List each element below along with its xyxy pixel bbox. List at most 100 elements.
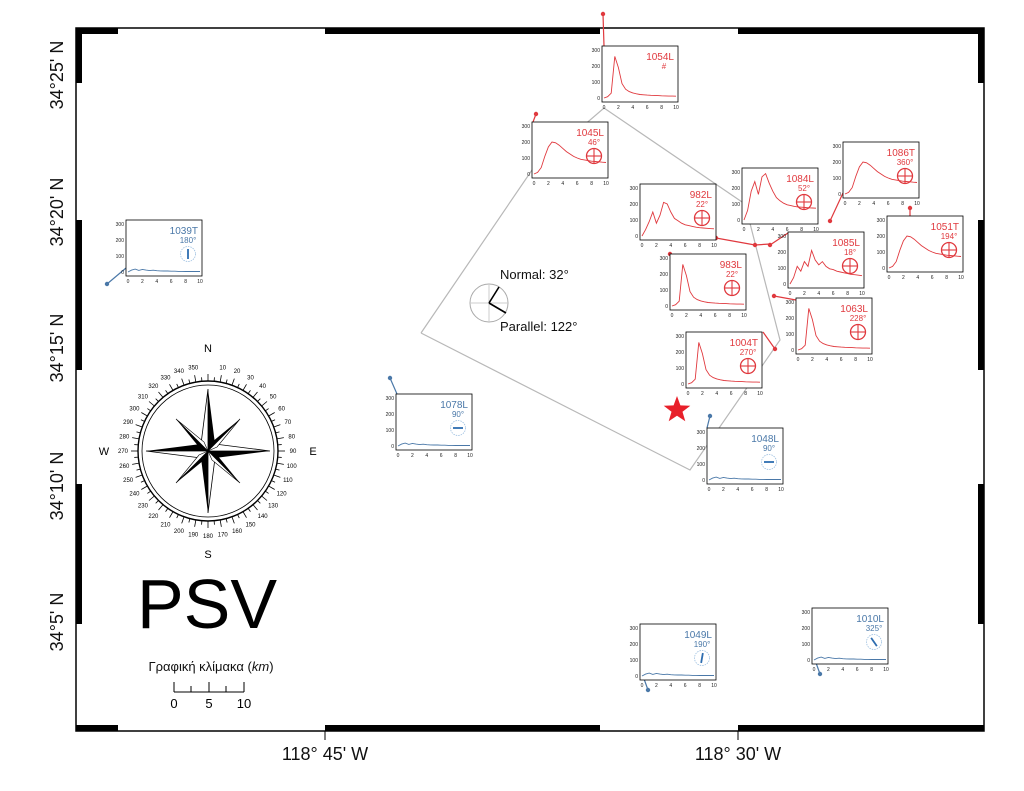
inset-x-tick: 0 xyxy=(708,487,711,493)
inset-y-tick: 300 xyxy=(676,334,685,340)
inset-x-tick: 2 xyxy=(655,243,658,249)
station-spectrum-curve xyxy=(127,268,200,273)
inset-y-tick: 300 xyxy=(386,396,395,402)
compass-north-label: N xyxy=(204,343,212,355)
inset-x-tick: 4 xyxy=(841,667,844,673)
compass-degree-label: 70 xyxy=(285,420,292,426)
inset-x-tick: 0 xyxy=(533,181,536,187)
station-marker-icon xyxy=(827,218,833,224)
compass-degree-label: 220 xyxy=(148,514,159,520)
inset-y-tick: 300 xyxy=(116,222,125,228)
inset-x-tick: 2 xyxy=(722,487,725,493)
inset-x-tick: 10 xyxy=(778,487,784,493)
normal-angle-label: Normal: 32° xyxy=(500,267,569,282)
inset-x-tick: 0 xyxy=(603,105,606,111)
scale-bar-title: Γραφική κλίμακα (km) xyxy=(148,659,273,674)
inset-y-tick: 0 xyxy=(702,478,705,484)
compass-degree-label: 230 xyxy=(138,504,149,510)
inset-y-tick: 300 xyxy=(660,256,669,262)
inset-x-tick: 6 xyxy=(832,291,835,297)
inset-y-tick: 300 xyxy=(522,124,531,130)
inset-y-tick: 200 xyxy=(676,350,685,356)
inset-y-tick: 100 xyxy=(522,156,531,162)
station-spectrum-curve xyxy=(397,442,470,447)
inset-y-tick: 200 xyxy=(732,186,741,192)
inset-x-tick: 4 xyxy=(425,453,428,459)
station-marker-icon xyxy=(387,375,393,381)
inset-y-tick: 300 xyxy=(732,170,741,176)
scale-tick-5: 5 xyxy=(205,696,212,711)
station-angle-label: 22° xyxy=(726,270,738,279)
inset-y-tick: 300 xyxy=(802,610,811,616)
inset-x-tick: 10 xyxy=(813,227,819,233)
station-marker-icon xyxy=(645,687,651,693)
station-id-label: 1039T xyxy=(170,226,198,237)
inset-y-tick: 200 xyxy=(522,140,531,146)
station-marker-icon xyxy=(817,671,823,677)
inset-y-tick: 0 xyxy=(635,674,638,680)
inset-x-tick: 4 xyxy=(736,487,739,493)
orientation-dial-icon xyxy=(694,650,710,666)
inset-y-tick: 100 xyxy=(697,462,706,468)
station-id-label: 1048L xyxy=(751,434,779,445)
orientation-dial-icon xyxy=(866,634,882,650)
inset-x-tick: 10 xyxy=(883,667,889,673)
station-marker-icon xyxy=(907,205,913,211)
inset-x-tick: 6 xyxy=(684,683,687,689)
inset-y-tick: 100 xyxy=(630,658,639,664)
station-angle-label: # xyxy=(662,62,667,71)
compass-degree-label: 180 xyxy=(203,534,214,540)
lon-label-2: 118° 30' W xyxy=(695,744,781,764)
compass-degree-label: 310 xyxy=(138,394,149,400)
inset-y-tick: 0 xyxy=(783,282,786,288)
station-leader-line xyxy=(389,377,398,395)
inset-y-tick: 0 xyxy=(791,348,794,354)
station-leader-line xyxy=(773,295,797,301)
station-angle-label: 90° xyxy=(452,410,464,419)
station-angle-label: 360° xyxy=(897,158,914,167)
lat-label-2: 34°20' N xyxy=(47,178,67,247)
inset-y-tick: 0 xyxy=(597,96,600,102)
inset-y-tick: 200 xyxy=(778,250,787,256)
inset-x-tick: 4 xyxy=(669,243,672,249)
compass-degree-label: 290 xyxy=(123,420,134,426)
inset-y-tick: 100 xyxy=(592,80,601,86)
lat-label-1: 34°25' N xyxy=(47,41,67,110)
inset-x-tick: 4 xyxy=(872,201,875,207)
inset-y-tick: 100 xyxy=(833,176,842,182)
station-angle-label: 22° xyxy=(696,200,708,209)
inset-x-tick: 8 xyxy=(744,391,747,397)
station-marker-icon xyxy=(104,281,110,287)
station-id-label: 1010L xyxy=(856,614,884,625)
station-marker-icon xyxy=(707,413,713,419)
station-marker-icon xyxy=(767,242,773,248)
inset-x-tick: 4 xyxy=(561,181,564,187)
inset-x-tick: 6 xyxy=(931,275,934,281)
compass-degree-label: 330 xyxy=(160,375,171,381)
scale-tick-0: 0 xyxy=(170,696,177,711)
station-marker-icon xyxy=(533,111,539,117)
compass-degree-label: 340 xyxy=(174,369,185,375)
inset-y-tick: 0 xyxy=(681,382,684,388)
station-angle-label: 325° xyxy=(866,624,883,633)
inset-x-tick: 10 xyxy=(673,105,679,111)
inset-x-tick: 2 xyxy=(547,181,550,187)
station-angle-label: 90° xyxy=(763,444,775,453)
inset-y-tick: 200 xyxy=(116,238,125,244)
inset-x-tick: 4 xyxy=(699,313,702,319)
inset-y-tick: 200 xyxy=(833,160,842,166)
inset-x-tick: 2 xyxy=(827,667,830,673)
station-spectrum-curve xyxy=(671,264,745,307)
inset-x-tick: 0 xyxy=(789,291,792,297)
station-leader-line xyxy=(715,237,756,246)
inset-x-tick: 4 xyxy=(715,391,718,397)
